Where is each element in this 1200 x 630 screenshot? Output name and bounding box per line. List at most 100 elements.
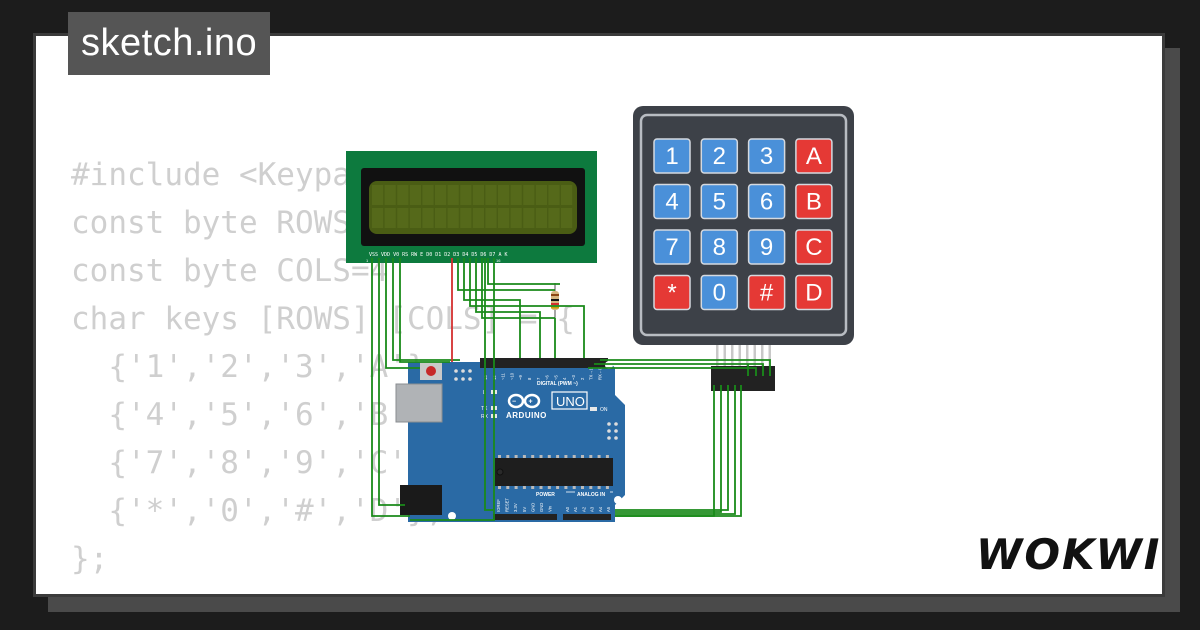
code-line: }; xyxy=(71,541,109,577)
keypad-key[interactable]: 2 xyxy=(700,138,739,174)
wire[interactable] xyxy=(378,258,405,506)
keypad-key-label: C xyxy=(805,234,822,261)
wire[interactable] xyxy=(615,385,722,513)
wire[interactable] xyxy=(410,258,495,521)
wire[interactable] xyxy=(392,258,460,361)
wire[interactable] xyxy=(487,258,560,285)
keypad-key[interactable]: 7 xyxy=(653,229,691,265)
keypad-frame xyxy=(639,113,848,337)
digital-pin-label: ~6 xyxy=(545,375,550,380)
keypad-key[interactable]: 6 xyxy=(747,183,786,220)
keypad-key[interactable]: C xyxy=(795,229,833,265)
code-line: const byte ROWS xyxy=(71,205,351,241)
power-jack xyxy=(400,485,442,515)
keypad-key-label: 3 xyxy=(760,143,773,170)
lcd-cell xyxy=(435,208,447,228)
lcd-display[interactable]: VSS VDD V0 RS RW E D0 D1 D2 D3 D4 D5 D6 … xyxy=(346,151,597,263)
lcd-cell xyxy=(472,208,484,228)
lcd-cell xyxy=(548,208,560,228)
wire[interactable] xyxy=(399,258,450,363)
keypad-key-label: 0 xyxy=(713,280,726,307)
lcd-pin-1: 1 xyxy=(366,258,369,263)
svg-text:−: − xyxy=(512,399,516,406)
keypad-key-label: 2 xyxy=(713,143,726,170)
wires xyxy=(371,258,771,521)
code-line: {'4','5','6','B'}, xyxy=(71,397,445,433)
lcd-cell xyxy=(384,185,396,205)
keypad-key[interactable]: A xyxy=(795,138,833,174)
keypad-key[interactable]: 1 xyxy=(653,138,691,174)
keypad-key[interactable]: * xyxy=(653,274,691,311)
mount-hole xyxy=(605,361,613,369)
lcd-cell xyxy=(498,185,510,205)
analog-pin-label: A0 xyxy=(565,506,570,512)
wire[interactable] xyxy=(475,258,541,358)
wire[interactable] xyxy=(463,258,521,358)
label-on: ON xyxy=(600,407,608,413)
keypad-key-label: 1 xyxy=(665,143,678,170)
keypad-key-label: 9 xyxy=(760,234,773,261)
wire[interactable] xyxy=(484,258,493,511)
lcd-cell xyxy=(498,208,510,228)
lcd-cell xyxy=(409,185,421,205)
wire[interactable] xyxy=(481,258,555,319)
power-header xyxy=(493,514,557,520)
lcd-cell xyxy=(422,208,434,228)
lcd-cell xyxy=(384,208,396,228)
power-pin-label: 5V xyxy=(522,507,527,512)
power-pin-label: GND xyxy=(539,503,544,512)
usb-port xyxy=(395,383,443,423)
wire[interactable] xyxy=(615,385,736,515)
keypad-key[interactable]: 5 xyxy=(700,183,739,220)
wire[interactable] xyxy=(594,363,764,376)
digital-pin-label: ~11 xyxy=(501,373,506,380)
keypad-key-label: 6 xyxy=(760,189,773,216)
connector-pin xyxy=(738,345,741,367)
keypad-key-label: 5 xyxy=(713,189,726,216)
wire[interactable] xyxy=(371,258,410,517)
wire[interactable] xyxy=(615,385,742,517)
keypad-key[interactable]: 9 xyxy=(747,229,786,265)
code-line: char keys [ROWS] [COLS] = { xyxy=(71,301,575,337)
reset-button-cap[interactable] xyxy=(426,366,436,376)
connector-pin xyxy=(731,345,734,367)
connector-pin xyxy=(746,345,749,367)
keypad-key[interactable]: D xyxy=(795,274,833,311)
connector-pin xyxy=(768,345,771,367)
keypad-connector xyxy=(716,345,771,367)
power-pin-label: GND xyxy=(530,503,535,512)
keypad-key-label: # xyxy=(760,280,774,307)
code-line: #include <Keypa xyxy=(71,157,351,193)
label-analog: ANALOG IN xyxy=(577,492,605,498)
keypad-key[interactable]: 4 xyxy=(653,183,691,220)
wire[interactable] xyxy=(385,258,420,369)
digital-pin-label: ~9 xyxy=(518,375,523,380)
connector-pin xyxy=(753,345,756,367)
atmega-chip xyxy=(495,458,613,486)
keypad-key[interactable]: 0 xyxy=(700,274,739,311)
wire[interactable] xyxy=(615,385,729,511)
keypad-key[interactable]: B xyxy=(795,183,833,220)
keypad-key[interactable]: # xyxy=(747,274,786,311)
wire[interactable] xyxy=(588,367,757,376)
keypad-key[interactable]: 8 xyxy=(700,229,739,265)
connector-pin xyxy=(716,345,719,367)
resistor[interactable] xyxy=(551,283,559,318)
wire[interactable] xyxy=(457,258,555,291)
analog-pin-label: A2 xyxy=(581,506,586,512)
wire[interactable] xyxy=(615,385,715,517)
wire[interactable] xyxy=(600,359,771,376)
keypad-key-label: A xyxy=(806,143,822,170)
arduino-model: UNO xyxy=(556,394,585,409)
wire[interactable] xyxy=(469,258,585,358)
keypad-key[interactable]: 3 xyxy=(747,138,786,174)
lcd-cell xyxy=(535,185,547,205)
keypad-key-label: D xyxy=(805,280,822,307)
